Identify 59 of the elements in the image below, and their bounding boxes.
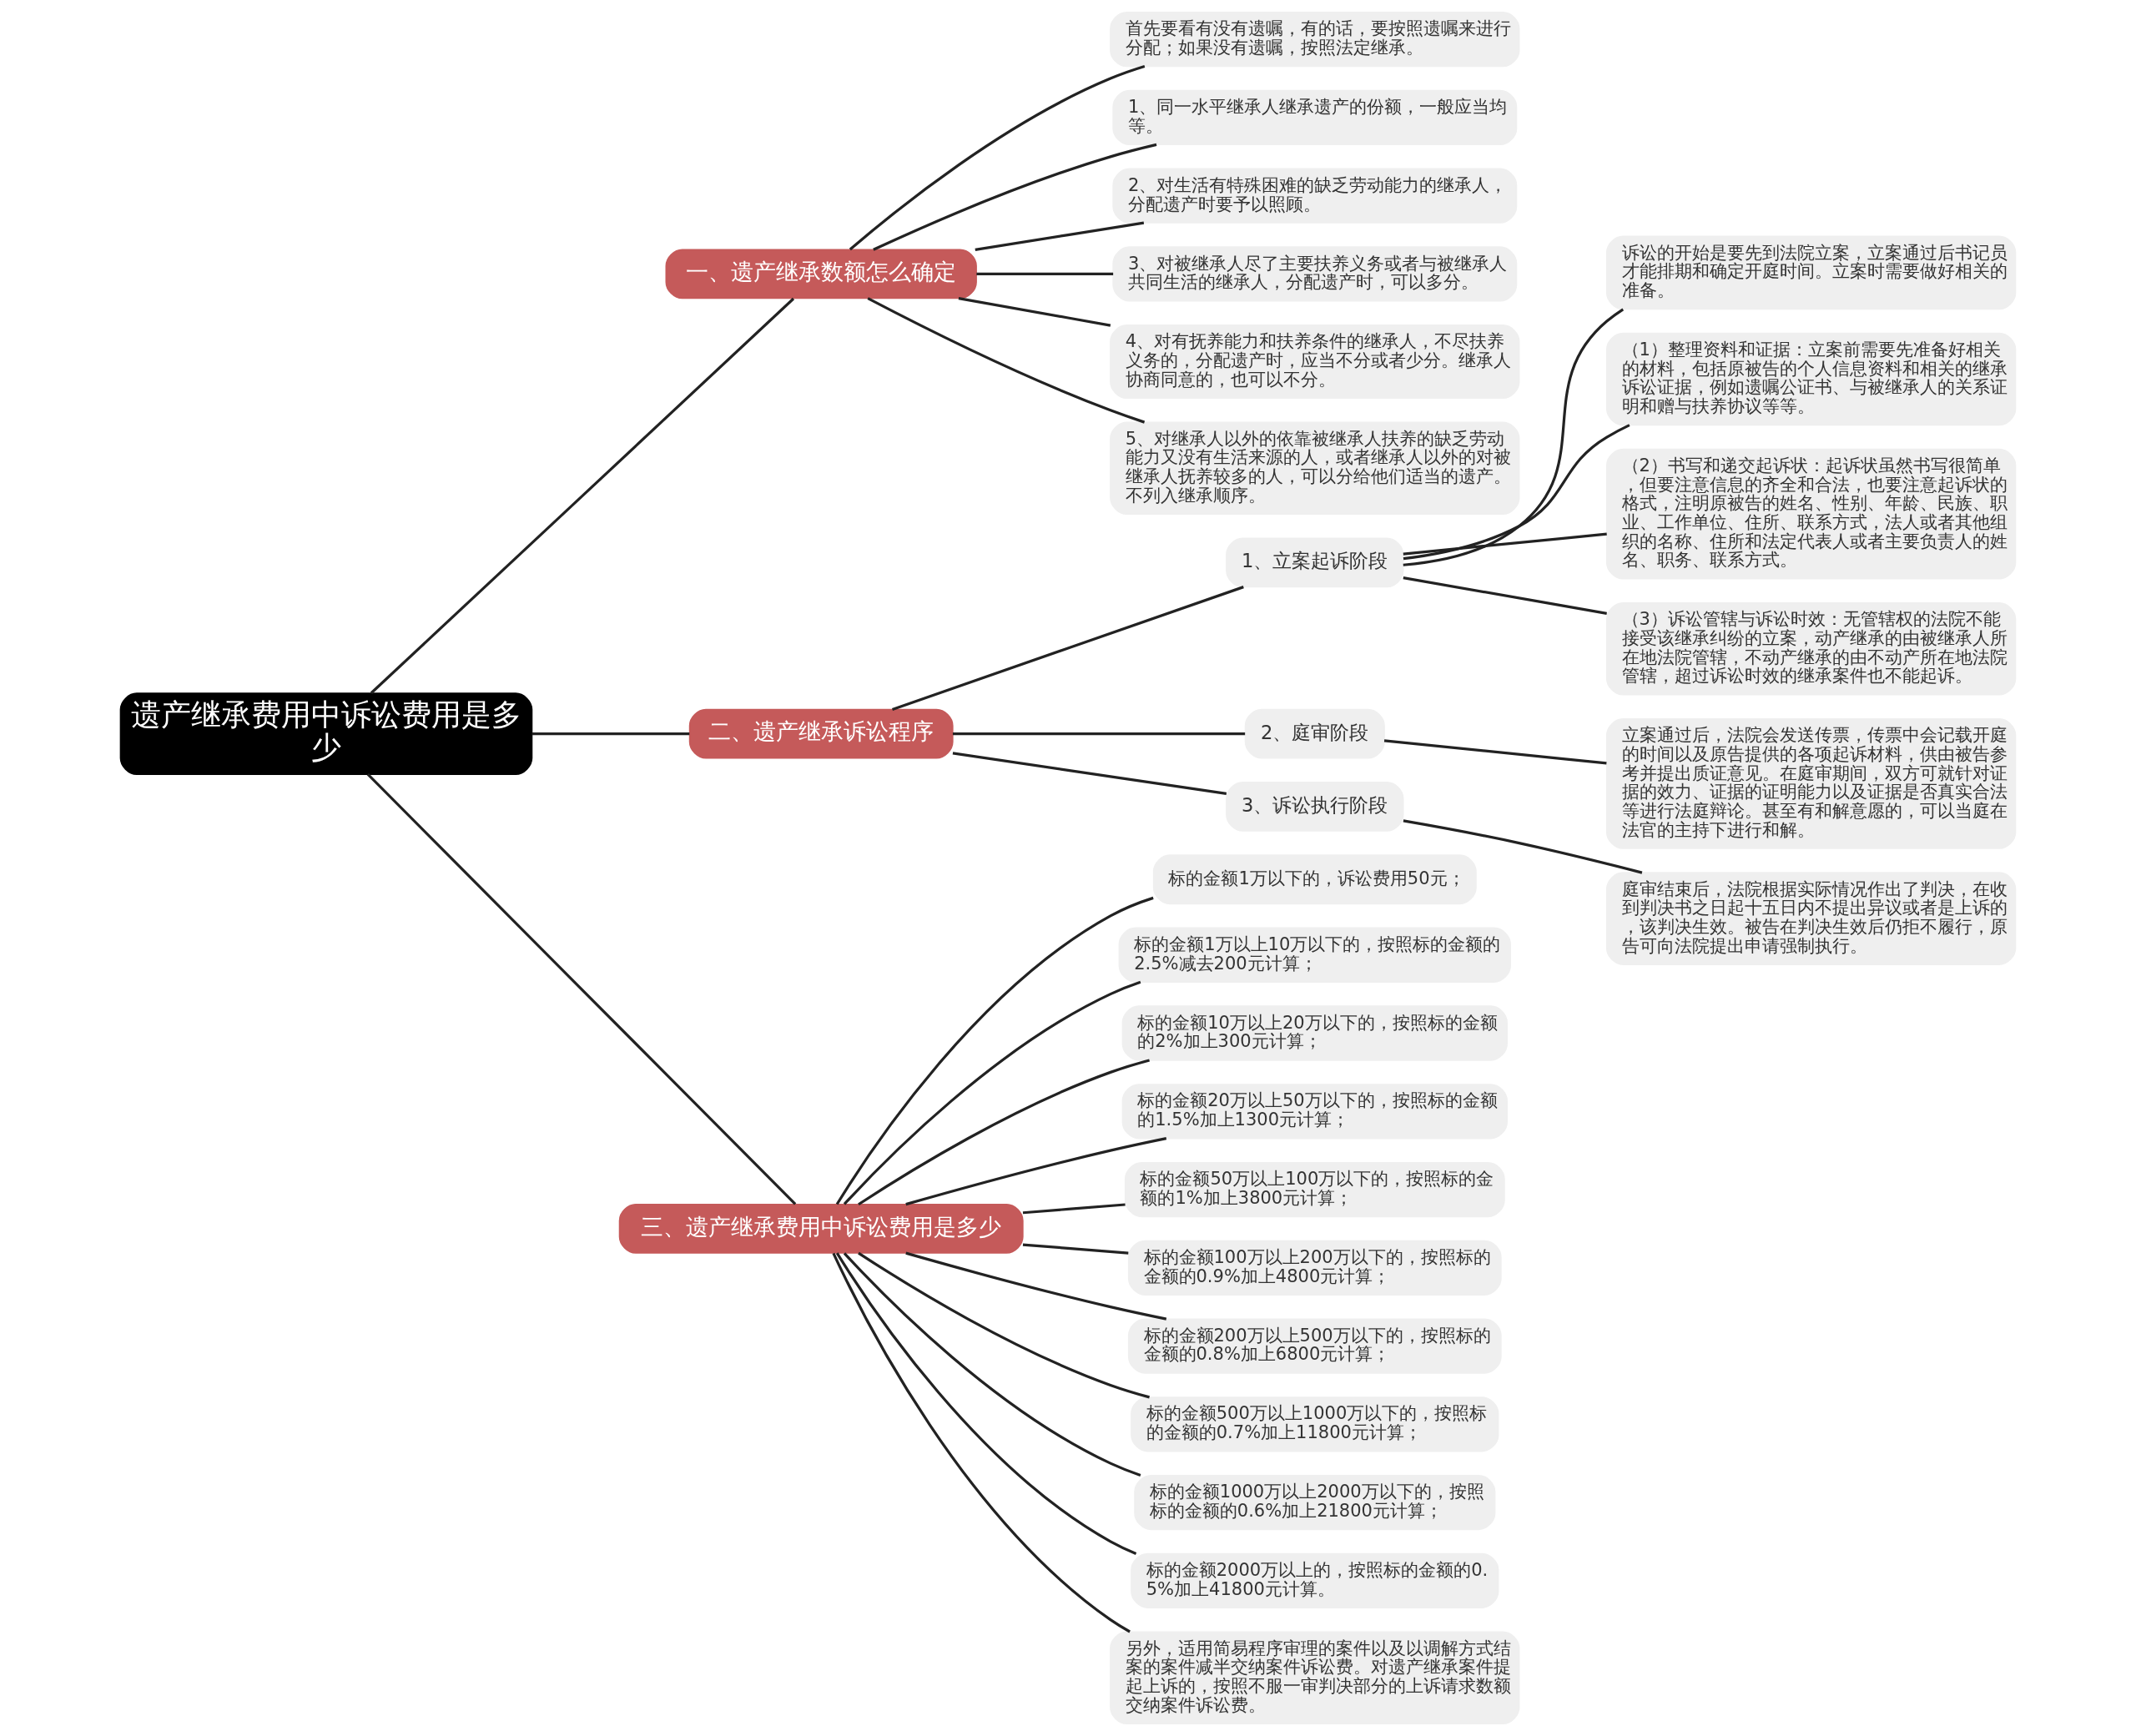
connector (849, 65, 1146, 251)
connector (905, 1251, 1167, 1321)
node-box: 2、庭审阶段 (1244, 708, 1385, 759)
node-box: 标的金额50万以上100万以下的，按照标的金额的1%加上3800元计算； (1124, 1161, 1505, 1218)
connector (1383, 739, 1607, 765)
connector (843, 980, 1141, 1205)
connector (905, 1137, 1167, 1206)
node-box: 二、遗产继承诉讼程序 (688, 708, 954, 759)
connector (531, 732, 690, 736)
connector (858, 1251, 1150, 1399)
node-box: 诉讼的开始是要先到法院立案，立案通过后书记员才能排期和确定开庭时间。立案时需要做好相关的准备。 (1605, 235, 2017, 310)
connector (1022, 1243, 1129, 1255)
connector (1403, 819, 1643, 874)
node-box: 1、同一水平继承人继承遗产的份额，一般应当均等。 (1112, 89, 1518, 146)
node-box: 标的金额1000万以上2000万以下的，按照标的金额的0.6%加上21800元计算； (1134, 1474, 1496, 1531)
connector (952, 752, 1227, 796)
node-box: 庭审结束后，法院根据实际情况作出了判决，在收到判决书之日起十五日内不提出异议或者是上诉的，该判决生效。被告在判决生效后仍拒不履行，原告可向法院提出申请强制执行。 (1605, 872, 2017, 965)
connector (1403, 308, 1625, 566)
node-box: 标的金额200万以上500万以下的，按照标的金额的0.8%加上6800元计算； (1127, 1318, 1502, 1374)
connector (370, 297, 795, 694)
connector (976, 272, 1114, 276)
connector (873, 143, 1157, 251)
node-box: 标的金额1万以上10万以下的，按照标的金额的2.5%减去200元计算； (1118, 927, 1511, 983)
connector (1022, 1203, 1126, 1215)
connector (843, 1252, 1141, 1477)
connector (958, 297, 1111, 327)
connector (832, 1252, 1131, 1633)
connector (867, 297, 1146, 424)
node-box: 3、诉讼执行阶段 (1226, 782, 1404, 832)
node-box: 标的金额100万以上200万以下的，按照标的金额的0.9%加上4800元计算； (1127, 1240, 1502, 1296)
connector (952, 732, 1246, 736)
node-box: （1）整理资料和证据：立案前需要先准备好相关的材料，包括原被告的个人信息资料和相关的继承诉讼证据，例如遗嘱公证书、与被继承人的关系证明和赠与扶养协议等等。 (1605, 332, 2017, 426)
node-box: 遗产继承费用中诉讼费用是多少 (119, 692, 533, 775)
node-box: 一、遗产继承数额怎么确定 (665, 249, 977, 299)
connector (891, 586, 1244, 711)
node-box: 4、对有抚养能力和扶养条件的继承人，不尽扶养义务的，分配遗产时，应当不分或者少分。继承人协商同意的，也可以不分。 (1110, 325, 1520, 399)
connector (366, 773, 797, 1205)
node-box: 标的金额2000万以上的，按照标的金额的0.5%加上41800元计算。 (1131, 1552, 1499, 1608)
node-box: （2）书写和递交起诉状：起诉状虽然书写很简单，但要注意信息的齐全和合法，也要注意起诉状的格式，注明原被告的姓名、性别、年龄、民族、职业、工作单位、住所、联系方式，法人或者其他组织的名称、住所和法定代表人或者主要负责人的姓名、职务、联系方式。 (1605, 448, 2017, 580)
connector (1403, 424, 1630, 561)
connector (1403, 532, 1607, 556)
node-box: 1、立案起诉阶段 (1226, 537, 1404, 588)
connector (975, 221, 1145, 251)
node-box: 标的金额10万以上20万以下的，按照标的金额的2%加上300元计算； (1121, 1005, 1508, 1061)
connector (858, 1059, 1150, 1206)
connector (1403, 576, 1607, 615)
node-box: 2、对生活有特殊困难的缺乏劳动能力的继承人，分配遗产时要予以照顾。 (1112, 168, 1518, 224)
node-box: 3、对被继承人尽了主要扶养义务或者与被继承人共同生活的继承人，分配遗产时，可以多分。 (1112, 246, 1518, 302)
node-box: 5、对继承人以外的依靠被继承人扶养的缺乏劳动能力又没有生活来源的人，或者继承人以外的对被继承人抚养较多的人，可以分给他们适当的遗产。不列入继承顺序。 (1110, 421, 1520, 515)
node-box: 三、遗产继承费用中诉讼费用是多少 (618, 1204, 1024, 1254)
node-box: 标的金额1万以下的，诉讼费用50元； (1152, 854, 1477, 905)
node-box: （3）诉讼管辖与诉讼时效：无管辖权的法院不能接受该继承纠纷的立案，动产继承的由被继承人所在地法院管辖，不动产继承的由不动产所在地法院管辖，超过诉讼时效的继承案件也不能起诉。 (1605, 602, 2017, 696)
connector (835, 896, 1154, 1205)
node-box: 标的金额20万以上50万以下的，按照标的金额的1.5%加上1300元计算； (1121, 1084, 1508, 1140)
node-box: 立案通过后，法院会发送传票，传票中会记载开庭的时间以及原告提供的各项起诉材料，供由被告参考并提出质证意见。在庭审期间，双方可就针对证据的效力、证据的证明能力以及证据是否真实合法等进行法庭辩论。甚至有和解意愿的，可以当庭在法官的主持下进行和解。 (1605, 718, 2017, 849)
node-box: 另外，适用简易程序审理的案件以及以调解方式结案的案件减半交纳案件诉讼费。对遗产继承案件提起上诉的，按照不服一审判决部分的上诉请求数额交纳案件诉讼费。 (1110, 1631, 1520, 1724)
node-box: 标的金额500万以上1000万以下的，按照标的金额的0.7%加上11800元计算； (1131, 1396, 1499, 1452)
connector (835, 1252, 1137, 1555)
node-box: 首先要看有没有遗嘱，有的话，要按照遗嘱来进行分配；如果没有遗嘱，按照法定继承。 (1110, 12, 1520, 68)
